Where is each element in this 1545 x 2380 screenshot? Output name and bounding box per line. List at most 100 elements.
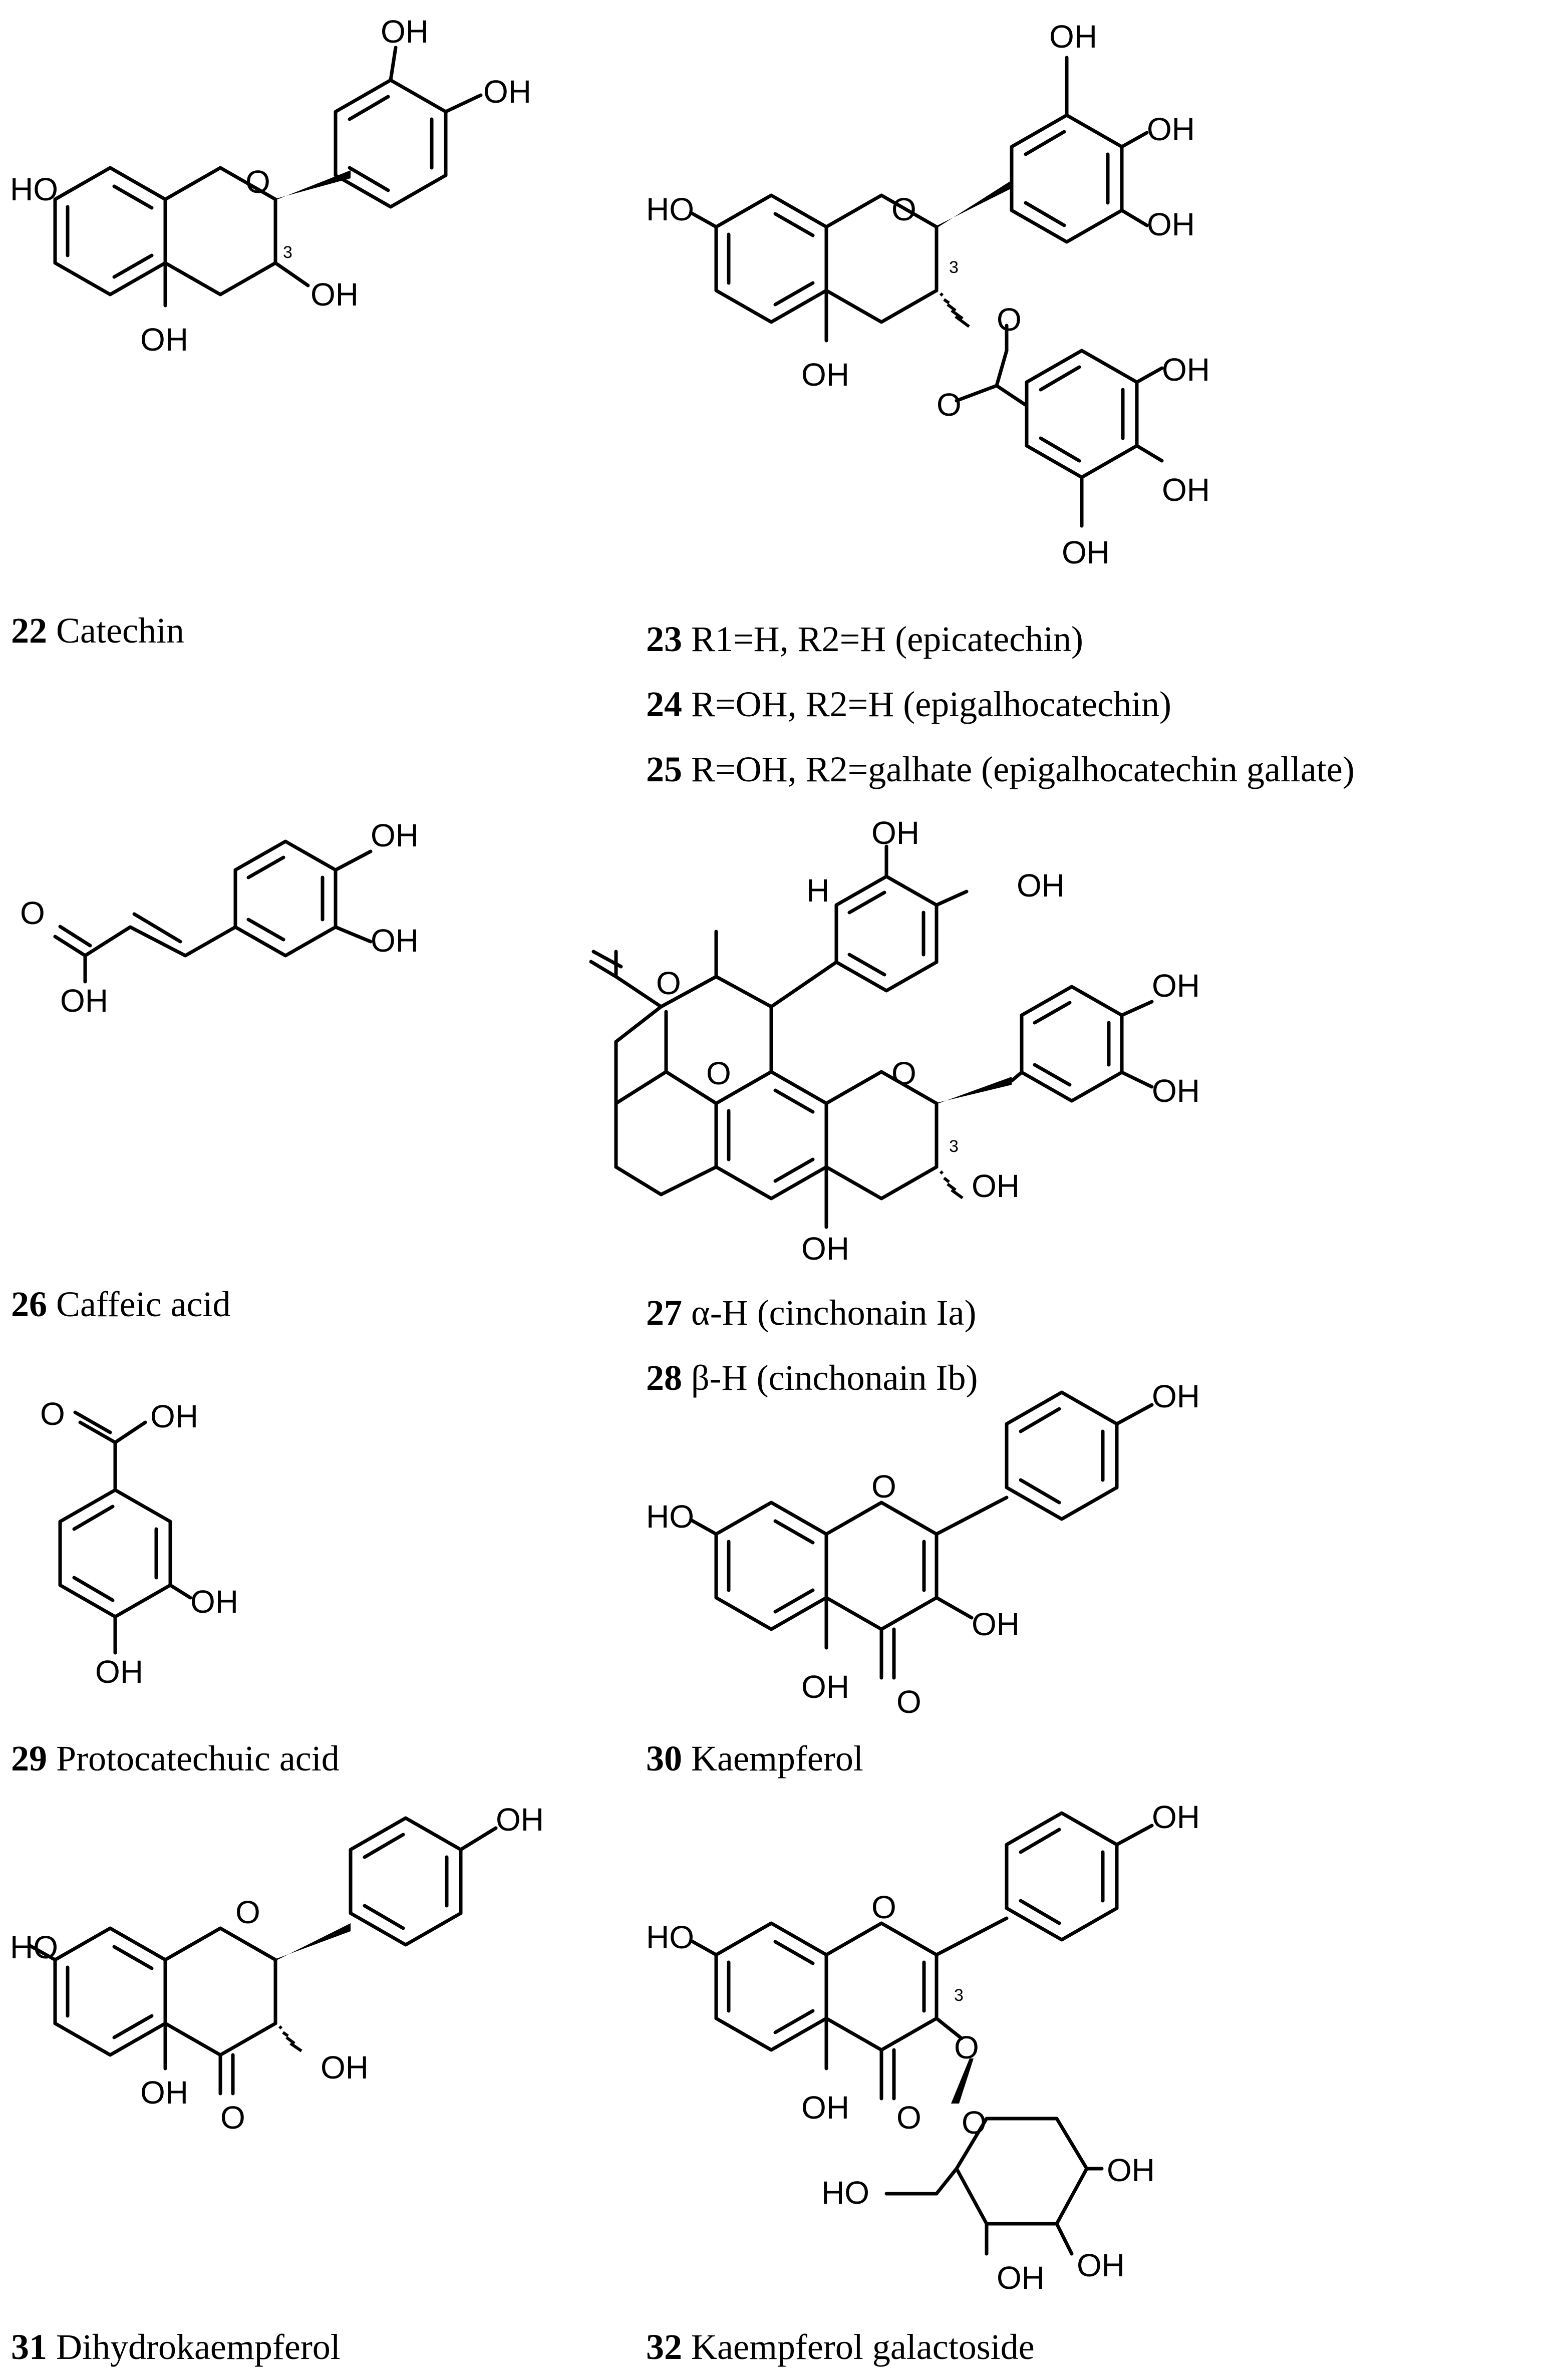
compound-name: Protocatechuic acid	[56, 1738, 340, 1778]
hydroxyl-label: OH	[1049, 19, 1097, 55]
hydroxyl-label: OH	[1147, 206, 1195, 242]
hydroxyl-label: OH	[140, 2074, 188, 2111]
lactone-oxygen-label: O	[706, 1055, 731, 1091]
structure-caffeic-acid	[53, 839, 373, 984]
compound-number: 22	[11, 611, 47, 651]
hydroxyl-label: OH	[1162, 352, 1210, 388]
ring-oxygen-label: O	[891, 191, 916, 227]
compound-number: 25	[646, 749, 682, 789]
hydroxyl-label: HO	[10, 171, 58, 207]
hydroxyl-label: HO	[646, 1499, 694, 1535]
hydroxyl-label: HO	[10, 1929, 58, 1965]
hydroxyl-label: OH	[1107, 2152, 1155, 2188]
compound-number: 27	[646, 1293, 682, 1333]
caption-25: 25 R=OH, R2=galhate (epigalhocatechin ga…	[646, 749, 1355, 789]
caption-22: 22 Catechin	[11, 611, 184, 651]
locant-3: 3	[949, 1137, 959, 1156]
compound-name: Caffeic acid	[56, 1284, 230, 1324]
compound-name: Kaempferol galactoside	[691, 2327, 1035, 2367]
ester-oxygen-label: O	[997, 302, 1022, 338]
hydroxyl-label: OH	[1162, 472, 1210, 508]
structure-protocatechuic-acid	[58, 1410, 192, 1655]
hydroxyl-label: OH	[150, 1398, 198, 1434]
compound-name: Catechin	[56, 611, 184, 651]
compound-number: 26	[11, 1284, 47, 1324]
hydroxyl-label: OH	[1017, 867, 1065, 904]
structure-catechin	[53, 46, 483, 308]
compound-name: β-H (cinchonain Ib)	[691, 1358, 978, 1398]
compound-number: 24	[646, 684, 682, 724]
carbonyl-oxygen-label: O	[40, 1396, 65, 1432]
compound-name: R1=H, R2=H (epicatechin)	[691, 619, 1083, 659]
locant-3: 3	[283, 243, 292, 262]
hydroxyl-label: OH	[1062, 534, 1110, 570]
structure-dihydrokaempferol	[28, 1816, 498, 2096]
compound-number: 28	[646, 1358, 682, 1398]
caption-26: 26 Caffeic acid	[11, 1284, 230, 1324]
caption-29: 29 Protocatechuic acid	[11, 1738, 340, 1778]
compound-number: 31	[11, 2327, 47, 2367]
hydroxyl-label: HO	[646, 191, 694, 227]
ring-oxygen-label: O	[871, 1468, 896, 1505]
carbonyl-oxygen-label: O	[220, 2100, 245, 2136]
hydroxyl-label: OH	[483, 74, 531, 110]
caption-28: 28 β-H (cinchonain Ib)	[646, 1358, 978, 1398]
ring-oxygen-label: O	[871, 1889, 896, 1925]
pyranose-oxygen-label: O	[962, 2105, 987, 2141]
caption-32: 32 Kaempferol galactoside	[646, 2327, 1035, 2367]
structure-kaempferol	[689, 1390, 1154, 1680]
carbonyl-oxygen-label: O	[20, 895, 45, 931]
caption-27: 27 α-H (cinchonain Ia)	[646, 1293, 976, 1333]
structure-epigallocatechin-gallate	[689, 56, 1164, 528]
ring-oxygen-label: O	[235, 1894, 260, 1930]
hydroxyl-label: OH	[1147, 111, 1195, 147]
compound-name: Kaempferol	[691, 1738, 863, 1778]
carbonyl-oxygen-label: O	[656, 965, 681, 1001]
compound-number: 32	[646, 2327, 682, 2367]
hydroxyl-label: OH	[311, 276, 359, 313]
compound-name: α-H (cinchonain Ia)	[691, 1293, 976, 1333]
compound-name: Dihydrokaempferol	[56, 2327, 341, 2367]
locant-3: 3	[954, 1986, 964, 2005]
hydroxyl-label: HO	[821, 2175, 869, 2211]
caption-31: 31 Dihydrokaempferol	[11, 2327, 341, 2367]
hashed-bond	[278, 2025, 302, 2052]
carbonyl-oxygen-label: O	[896, 2100, 921, 2136]
hydroxyl-label: OH	[1152, 1378, 1200, 1414]
caption-30: 30 Kaempferol	[646, 1738, 863, 1778]
hydroxyl-label: OH	[190, 1584, 238, 1620]
hydroxyl-label: OH	[972, 1168, 1020, 1204]
ring-oxygen-label: O	[891, 1055, 916, 1091]
hydroxyl-label: OH	[371, 817, 419, 853]
hashed-bond	[939, 292, 970, 328]
compound-number: 29	[11, 1738, 47, 1778]
hydroxyl-label: OH	[801, 1669, 849, 1705]
hydroxyl-label: OH	[972, 1606, 1020, 1642]
structure-cinchonain	[589, 844, 1154, 1229]
hashed-bond	[939, 1170, 964, 1200]
hydroxyl-label: OH	[381, 14, 429, 50]
compound-name: R=OH, R2=galhate (epigalhocatechin galla…	[691, 749, 1355, 789]
caption-24: 24 R=OH, R2=H (epigalhocatechin)	[646, 684, 1171, 724]
hydroxyl-label: OH	[871, 815, 919, 851]
hydroxyl-label: HO	[646, 1919, 694, 1955]
hydroxyl-label: OH	[1152, 1073, 1200, 1109]
hydroxyl-label: OH	[997, 2260, 1045, 2296]
compound-number: 30	[646, 1738, 682, 1778]
hydroxyl-label: OH	[801, 1231, 849, 1267]
compound-name: R=OH, R2=H (epigalhocatechin)	[691, 684, 1171, 724]
structure-kaempferol-galactoside	[689, 1811, 1154, 2256]
hydroxyl-label: OH	[371, 923, 419, 959]
hydroxyl-label: OH	[1077, 2247, 1125, 2283]
hydroxyl-label: OH	[1152, 968, 1200, 1004]
hydroxyl-label: OH	[1152, 1799, 1200, 1835]
hydroxyl-label: OH	[801, 2090, 849, 2126]
carbonyl-oxygen-label: O	[896, 1684, 921, 1720]
locant-3: 3	[949, 258, 959, 277]
hydroxyl-label: OH	[801, 357, 849, 393]
hydroxyl-label: OH	[140, 322, 188, 358]
caption-23: 23 R1=H, R2=H (epicatechin)	[646, 619, 1083, 659]
carbonyl-oxygen-label: O	[937, 387, 962, 423]
hydroxyl-label: OH	[95, 1654, 143, 1690]
